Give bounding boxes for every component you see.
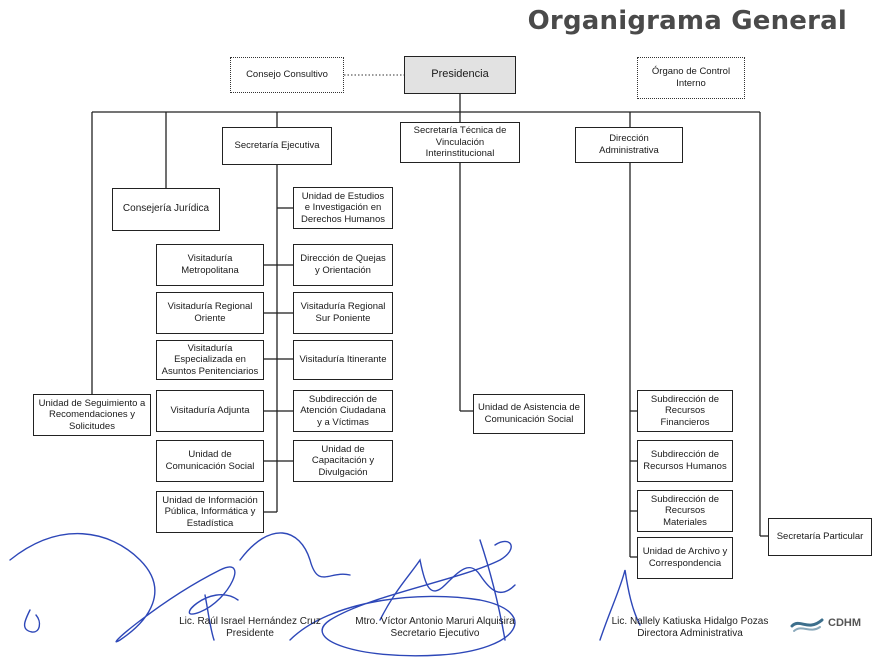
box-visitaduria-itinerante: Visitaduría Itinerante — [293, 340, 393, 380]
box-visitaduria-oriente: Visitaduría Regional Oriente — [156, 292, 264, 334]
directora-name: Lic. Nallely Katiuska Hidalgo Pozas — [611, 616, 769, 627]
presidente-name: Lic. Raúl Israel Hernández Cruz — [179, 616, 321, 627]
box-secretaria-tecnica: Secretaría Técnica de Vinculación Interi… — [400, 122, 520, 163]
box-unidad-informacion: Unidad de Información Pública, Informáti… — [156, 491, 264, 533]
secretario-name: Mtro. Víctor Antonio Maruri Alquisira — [355, 616, 515, 627]
box-visitaduria-sur-poniente: Visitaduría Regional Sur Poniente — [293, 292, 393, 334]
signature-secretario: Mtro. Víctor Antonio Maruri Alquisira Se… — [330, 616, 540, 640]
box-organo-control: Órgano de Control Interno — [637, 57, 745, 99]
box-unidad-comunicacion-social: Unidad de Comunicación Social — [156, 440, 264, 482]
cdhm-logo-icon — [790, 618, 824, 632]
box-unidad-estudios: Unidad de Estudios e Investigación en De… — [293, 187, 393, 229]
box-presidencia: Presidencia — [404, 56, 516, 94]
box-visitaduria-adjunta: Visitaduría Adjunta — [156, 390, 264, 432]
box-unidad-seguimiento: Unidad de Seguimiento a Recomendaciones … — [33, 394, 151, 436]
signature-presidente: Lic. Raúl Israel Hernández Cruz Presiden… — [150, 616, 350, 640]
box-visitaduria-metropolitana: Visitaduría Metropolitana — [156, 244, 264, 286]
cdhm-logo-text: CDHM — [828, 617, 861, 629]
box-direccion-quejas: Dirección de Quejas y Orientación — [293, 244, 393, 286]
box-secretaria-ejecutiva: Secretaría Ejecutiva — [222, 127, 332, 165]
box-visitaduria-especializada: Visitaduría Especializada en Asuntos Pen… — [156, 340, 264, 380]
cdhm-logo: CDHM — [790, 612, 861, 634]
box-consejeria-juridica: Consejería Jurídica — [112, 188, 220, 231]
box-subdireccion-materiales: Subdirección de Recursos Materiales — [637, 490, 733, 532]
box-direccion-administrativa: Dirección Administrativa — [575, 127, 683, 163]
box-subdireccion-atencion: Subdirección de Atención Ciudadana y a V… — [293, 390, 393, 432]
box-unidad-capacitacion: Unidad de Capacitación y Divulgación — [293, 440, 393, 482]
signature-directora: Lic. Nallely Katiuska Hidalgo Pozas Dire… — [590, 616, 790, 640]
box-subdireccion-financieros: Subdirección de Recursos Financieros — [637, 390, 733, 432]
presidente-role: Presidente — [226, 628, 274, 639]
box-subdireccion-humanos: Subdirección de Recursos Humanos — [637, 440, 733, 482]
box-unidad-archivo: Unidad de Archivo y Correspondencia — [637, 537, 733, 579]
page-title: Organigrama General — [527, 6, 847, 36]
box-unidad-asistencia: Unidad de Asistencia de Comunicación Soc… — [473, 394, 585, 434]
secretario-role: Secretario Ejecutivo — [390, 628, 480, 639]
box-secretaria-particular: Secretaría Particular — [768, 518, 872, 556]
box-consejo-consultivo: Consejo Consultivo — [230, 57, 344, 93]
directora-role: Directora Administrativa — [637, 628, 743, 639]
